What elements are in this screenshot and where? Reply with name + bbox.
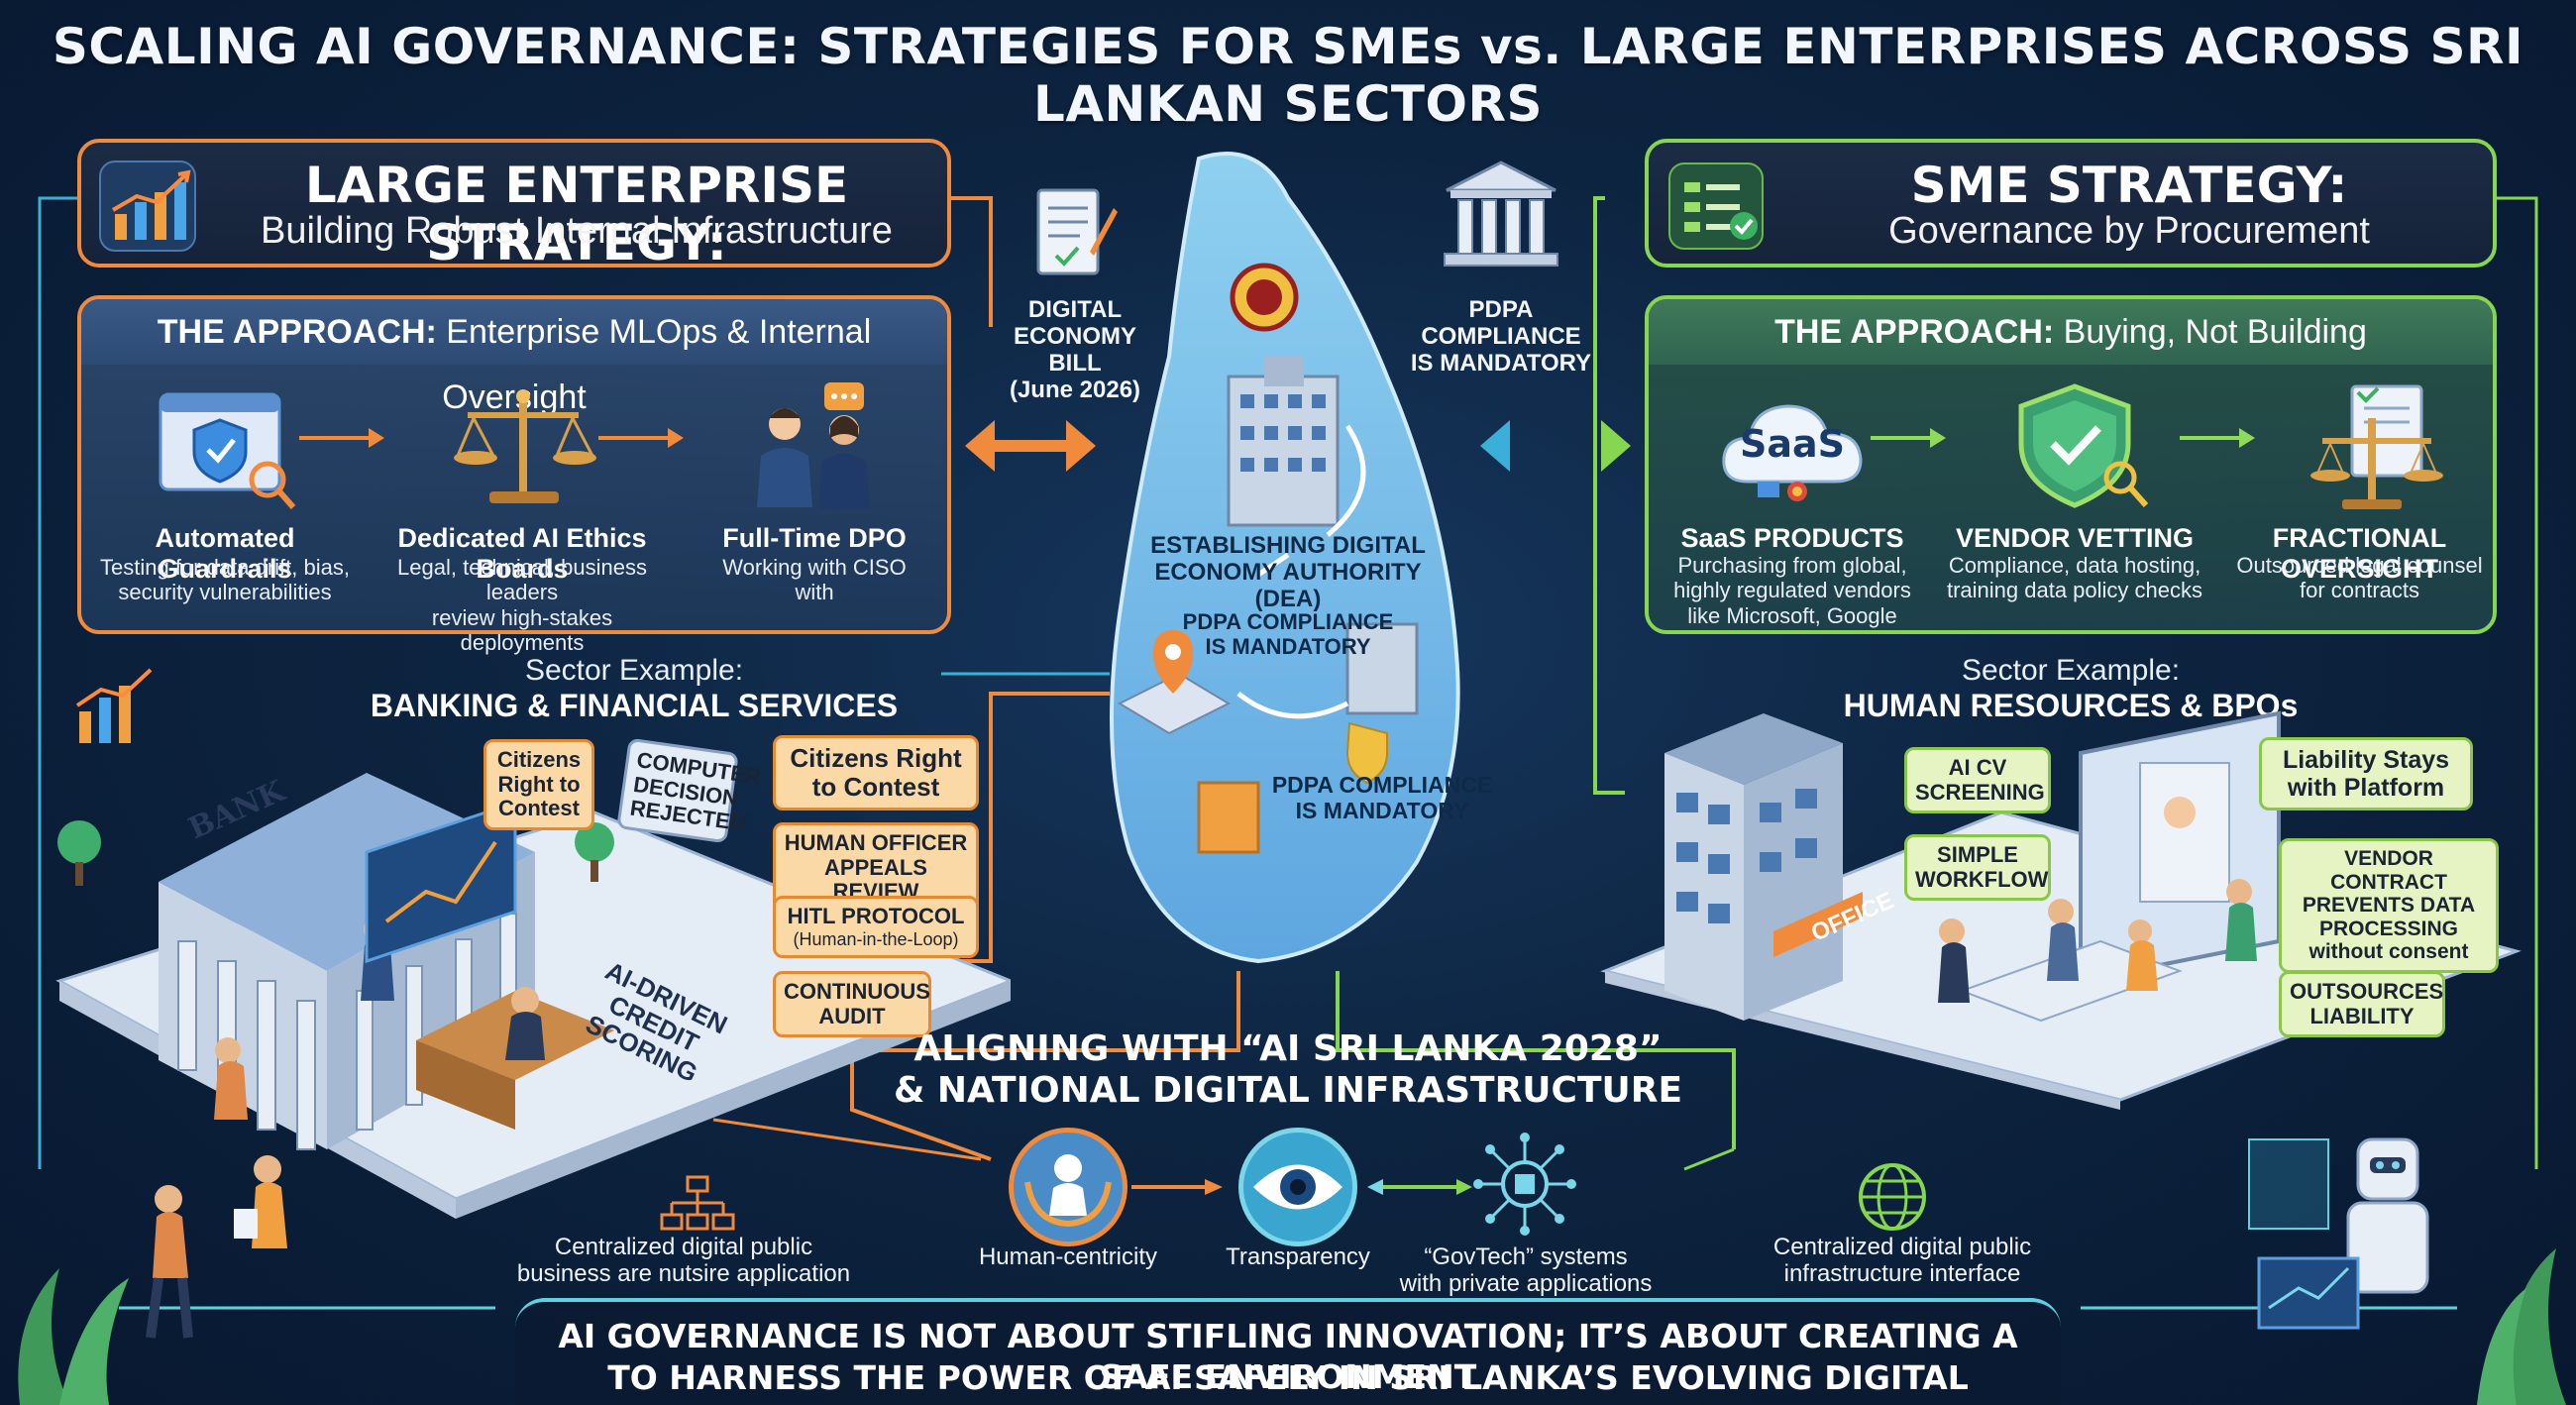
saas-cloud-label: SaaS [1739,422,1846,466]
sme-sector-label: Sector Example: [1961,654,2181,687]
sme-approach-panel: THE APPROACH: Buying, Not Building SaaS [1645,295,2497,634]
arrow-connector-orange [1131,1179,1223,1195]
shield-browser-icon [151,384,299,513]
footer-banner: AI GOVERNANCE IS NOT ABOUT STIFLING INNO… [515,1298,2061,1405]
large-item-title-1: Automated Guardrails [155,523,295,584]
arrow-head-icon [668,428,684,448]
sme-item-desc-3: Outsourced legal counsel for contracts [2236,553,2483,603]
robot-plant-right-illustration [2248,1137,2566,1405]
large-item-desc-3: Working with CISO with [722,555,907,605]
large-approach-panel: THE APPROACH: Enterprise MLOps & Interna… [77,295,951,655]
arrow-line [1871,436,1930,440]
arrow-line [299,436,369,440]
eye-icon [1238,1128,1357,1246]
pillar-label-5: Centralized digital public infrastructur… [1772,1234,2032,1287]
footer-line-1: AI GOVERNANCE IS NOT ABOUT STIFLING INNO… [558,1317,2018,1397]
arrow-head-icon [1930,428,1946,448]
bar-chart-icon [69,662,168,751]
large-item-title-2: Dedicated AI Ethics Boards [397,523,647,584]
callout-hitl-subtitle: (Human-in-the-Loop) [793,928,959,949]
digital-economy-bill-text: DIGITAL ECONOMY BILL (June 2026) [1009,296,1141,403]
sme-item-desc-1: Purchasing from global, highly regulated… [1673,553,1911,628]
large-item-desc-2: Legal, technical, business leaders revie… [397,555,647,655]
pillar-label-3: Transparency [1226,1243,1370,1270]
large-sector-label: Sector Example: [524,654,744,687]
spacer [1219,1124,1231,1128]
callout-citizens-right: Citizens Right to Contest [773,735,979,811]
double-arrow-left-icon [965,420,1096,472]
sme-item-title-3: FRACTIONAL OVERSIGHT [2272,523,2447,584]
org-chart-icon [658,1173,737,1243]
institution-building-icon [1437,155,1565,273]
sme-header: SME STRATEGY: Governance by Procurement [1645,139,2497,268]
arrow-line [598,436,668,440]
large-item-desc-1: Testing for data drift, bias, security v… [100,555,350,605]
callout-hitl-title: HITL PROTOCOL [787,904,965,928]
callout-outsources-liability: OUTSOURCES LIABILITY [2279,971,2445,1038]
pillar-label-2: Human-centricity [978,1243,1158,1270]
callout-vendor-contract: VENDOR CONTRACT PREVENTS DATA PROCESSING… [2279,838,2499,973]
dea-text: ESTABLISHING DIGITAL ECONOMY AUTHORITY (… [1150,532,1426,612]
person-hands-icon [1009,1128,1127,1246]
network-chip-icon [1470,1130,1579,1239]
callout-hitl: HITL PROTOCOL (Human-in-the-Loop) [773,896,979,958]
pillar-label-4: “GovTech” systems with private applicati… [1399,1243,1653,1297]
pdpa-mid-text: PDPA COMPLIANCE IS MANDATORY [1182,609,1394,659]
pdpa-low-text: PDPA COMPLIANCE IS MANDATORY [1271,772,1493,823]
growth-chart-icon [99,161,196,252]
pdpa-top-text: PDPA COMPLIANCE IS MANDATORY [1410,296,1592,377]
checklist-icon [1668,162,1764,250]
large-approach-heading: THE APPROACH: Enterprise MLOps & Interna… [81,299,947,416]
large-sector-name: BANKING & FINANCIAL SERVICES [370,688,899,723]
sme-approach-label: THE APPROACH: [1774,313,2055,351]
page-title: SCALING AI GOVERNANCE: STRATEGIES FOR SM… [52,18,2524,133]
callout-ai-cv-screening: AI CV SCREENING [1904,747,2051,814]
shield-check-icon [2005,378,2154,517]
sme-item-desc-2: Compliance, data hosting, training data … [1946,553,2203,603]
plant-people-left-illustration [18,1155,287,1405]
sme-item-title-2: VENDOR VETTING [1955,523,2195,553]
callout-decision-rejected: COMPUTER DECISION REJECTED [616,737,762,844]
sme-sector-name: HUMAN RESOURCES & BPOs [1843,688,2299,723]
callout-simple-workflow: SIMPLE WORKFLOW [1904,834,2051,902]
sri-lanka-map-illustration [1110,152,1460,964]
callout-citizens-right-small: Citizens Right to Contest [483,739,594,830]
sme-approach-heading: THE APPROACH: Buying, Not Building [1649,299,2493,365]
people-discussion-icon [739,378,888,517]
arrow-head-icon [369,428,384,448]
callout-liability-platform: Liability Stays with Platform [2259,737,2473,811]
footer-line-2: TO HARNESS THE POWER OF AI SAFELY IN SRI… [607,1358,1969,1405]
aligning-line-2: & NATIONAL DIGITAL INFRASTRUCTURE [893,1070,1683,1111]
globe-icon [1853,1157,1932,1237]
callout-continuous-audit: CONTINUOUS AUDIT [773,971,931,1038]
large-approach-label: THE APPROACH: [157,313,437,351]
arrow-line [2180,436,2239,440]
sme-approach-text: Buying, Not Building [2054,313,2367,351]
large-item-title-3: Full-Time DPO [722,523,907,553]
double-arrow-right-icon [1480,420,1631,472]
scales-document-icon [2303,378,2451,517]
large-approach-text: Enterprise MLOps & Internal Oversight [436,313,872,416]
cloud-icon [1718,382,1867,511]
aligning-line-1: ALIGNING WITH “AI SRI LANKA 2028” [913,1028,1663,1069]
large-enterprise-header: LARGE ENTERPRISE STRATEGY: Building Robu… [77,139,951,271]
large-enterprise-title: LARGE ENTERPRISE STRATEGY: [304,157,849,271]
sme-subtitle: Governance by Procurement [1888,210,2370,252]
arrow-head-icon [2239,428,2255,448]
arrow-connector-teal [1367,1179,1472,1195]
pillar-label-1: Centralized digital public business are … [516,1234,851,1287]
document-pen-icon [1030,182,1120,291]
sme-item-title-1: SaaS PRODUCTS [1680,523,1904,553]
large-enterprise-subtitle: Building Robust Internal Infrastructure [261,210,893,252]
sme-title: SME STRATEGY: [1910,157,2348,214]
scales-icon [450,384,598,513]
